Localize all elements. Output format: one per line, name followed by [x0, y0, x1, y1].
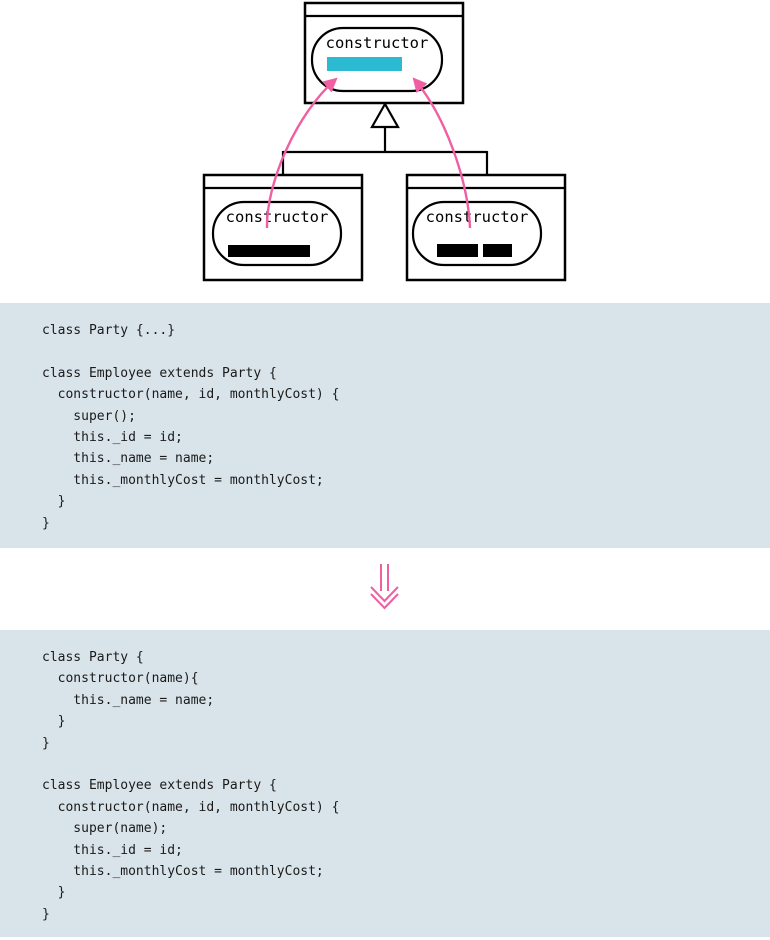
inheritance-triangle-icon: [370, 101, 400, 129]
transform-arrow-area: [0, 548, 770, 630]
pull-up-arrow-left-icon: [265, 77, 338, 229]
subclass-box-right: constructor: [405, 173, 567, 282]
subclass-box-left: constructor: [202, 173, 364, 282]
double-down-arrow-icon: [370, 564, 399, 610]
code-before-text: class Party {...} class Employee extends…: [42, 323, 340, 531]
bottom-spacer: [0, 937, 770, 940]
subclass-right-code-bar-1: [437, 244, 478, 257]
subclass-left-constructor-label: constructor: [226, 208, 329, 226]
subclass-left-code-bar: [228, 245, 310, 257]
code-block-after: class Party { constructor(name){ this._n…: [0, 630, 770, 937]
subclass-right-constructor-label: constructor: [426, 208, 529, 226]
subclass-right-code-bar-2: [483, 244, 512, 257]
pull-up-arrow-right-icon: [412, 77, 472, 229]
pulled-up-code-bar: [327, 57, 402, 71]
class-diagram: constructor constructor: [0, 0, 770, 303]
superclass-box: constructor: [303, 1, 465, 105]
inheritance-connector: [281, 101, 489, 176]
code-after-text: class Party { constructor(name){ this._n…: [42, 650, 340, 922]
superclass-constructor-label: constructor: [326, 34, 429, 52]
pull-up-arrows: [265, 77, 472, 229]
code-block-before: class Party {...} class Employee extends…: [0, 303, 770, 548]
